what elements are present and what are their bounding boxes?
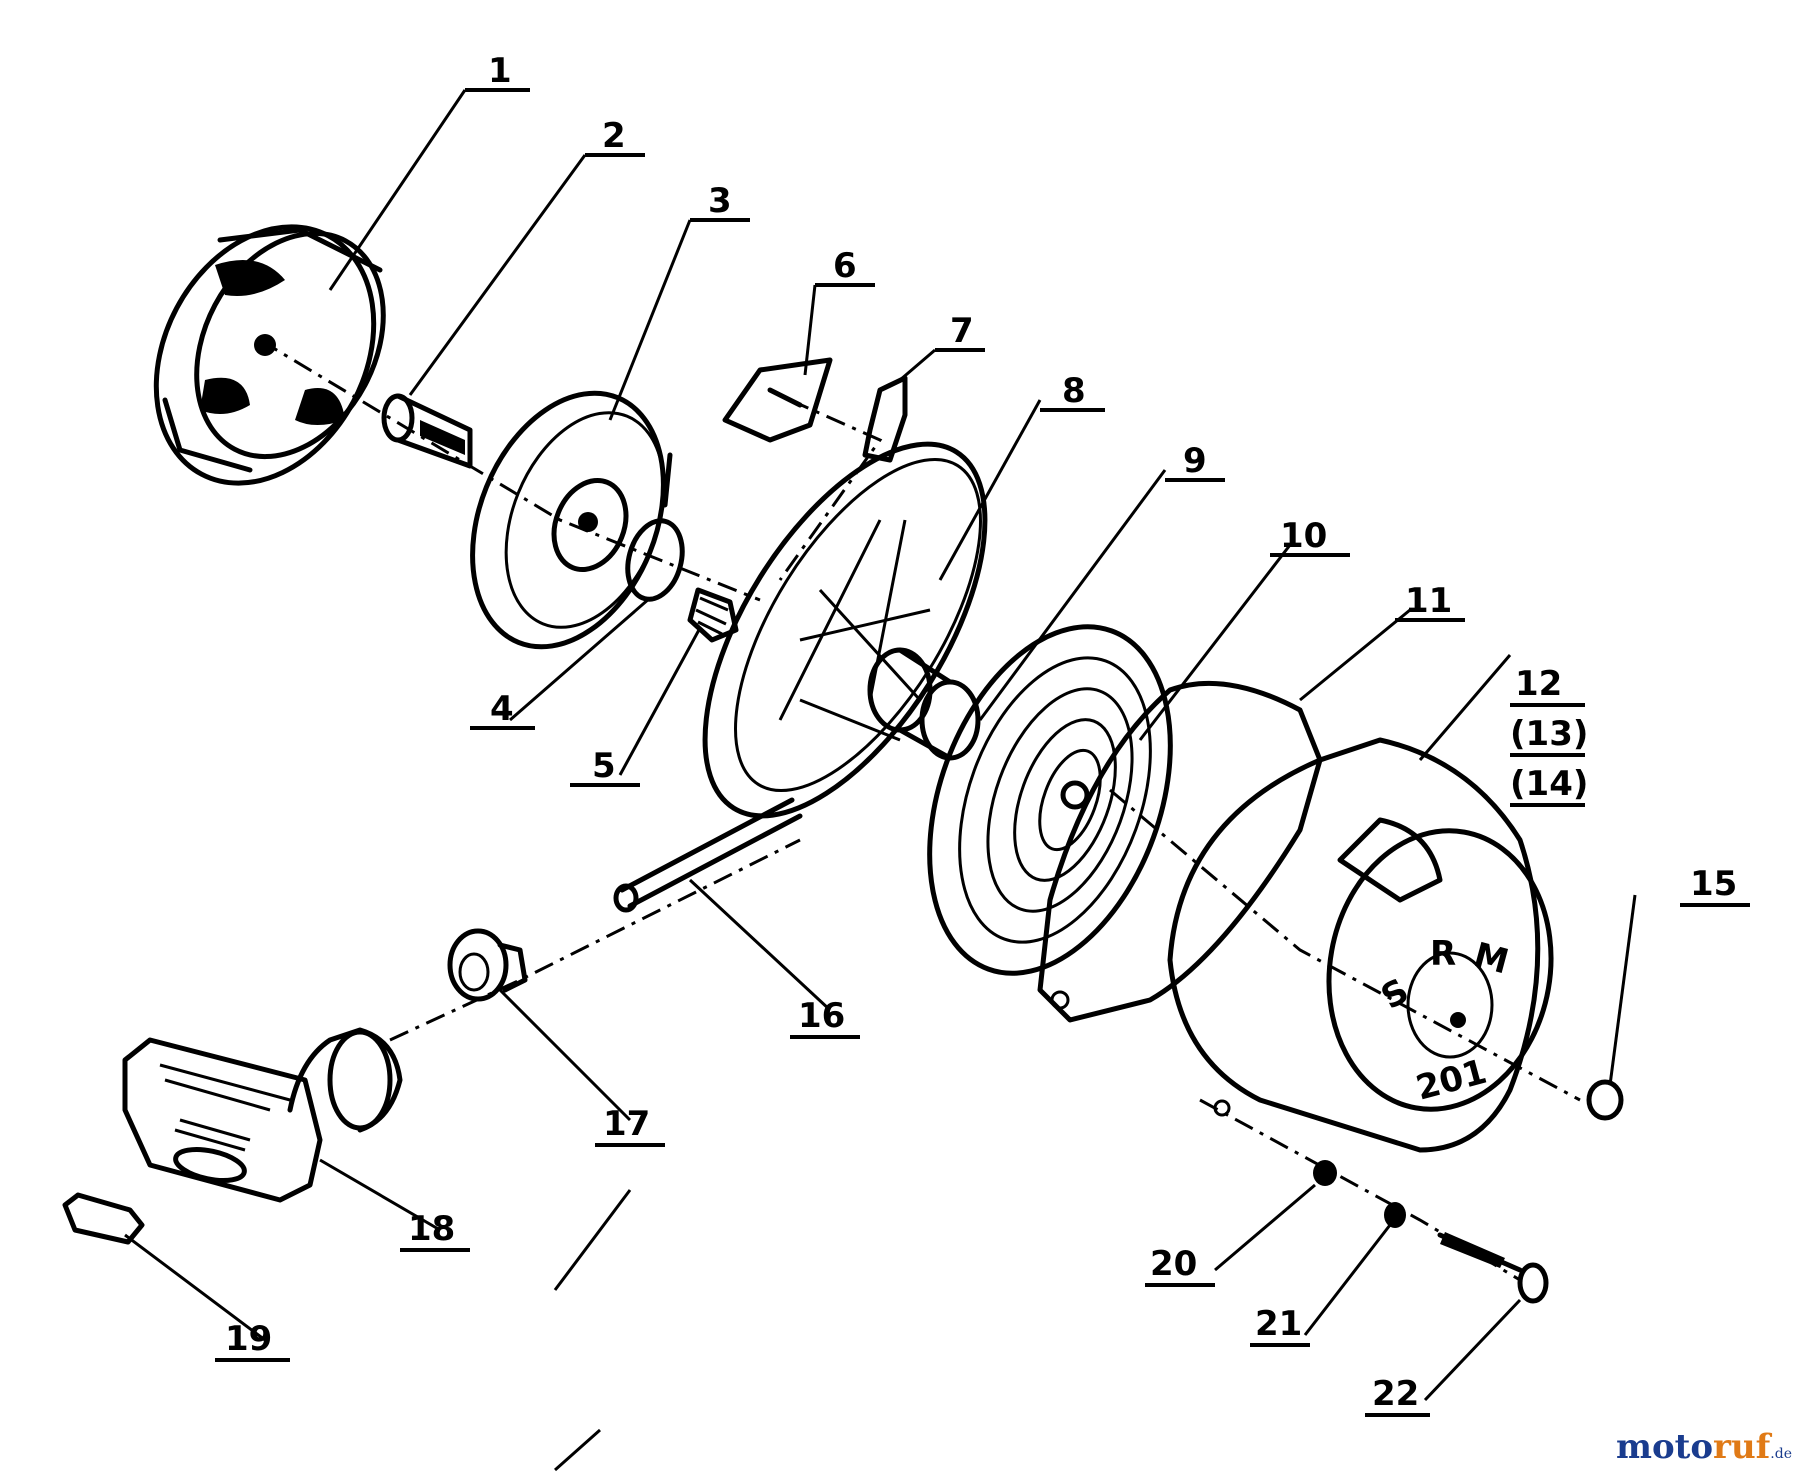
part-18-handle <box>122 1027 403 1203</box>
part-10-gasket <box>1037 680 1323 1023</box>
leader-5 <box>618 627 702 776</box>
leader-16 <box>688 878 832 1012</box>
housing-letter-r: R <box>1430 934 1456 974</box>
svg-text:6: 6 <box>833 246 857 286</box>
callout-15: 15 <box>1680 864 1750 907</box>
part-15-cap <box>1586 1079 1624 1121</box>
part-6-pawl <box>722 357 833 443</box>
callout-5: 5 <box>570 746 640 787</box>
leader-22 <box>1423 1298 1522 1402</box>
svg-text:9: 9 <box>1183 441 1207 481</box>
callout-6: 6 <box>815 246 875 287</box>
callout-22: 22 <box>1365 1374 1430 1417</box>
part-8-rope-pulley <box>702 441 988 819</box>
callout-14: (14) <box>1510 764 1588 807</box>
svg-text:10: 10 <box>1280 516 1327 556</box>
callout-2: 2 <box>585 116 645 157</box>
leader-4 <box>509 596 651 722</box>
leader-17 <box>498 988 632 1122</box>
callout-9: 9 <box>1165 441 1225 482</box>
svg-text:16: 16 <box>798 996 845 1036</box>
leader-21 <box>1303 1224 1392 1336</box>
leader-19 <box>124 1233 266 1342</box>
svg-text:(14): (14) <box>1510 764 1588 804</box>
callout-21: 21 <box>1250 1304 1310 1347</box>
svg-text:15: 15 <box>1690 864 1737 904</box>
svg-text:21: 21 <box>1255 1304 1302 1344</box>
callout-20: 20 <box>1145 1244 1215 1287</box>
assembly-axis-upper <box>259 338 761 602</box>
part-9-spring-cassette <box>927 624 1173 976</box>
assembly-axis-housing <box>1109 788 1581 1102</box>
callout-18: 18 <box>400 1209 470 1252</box>
housing-model-number: 201 <box>1412 1052 1491 1109</box>
part-16-rope <box>613 797 803 913</box>
assembly-axis-handle <box>389 838 801 1042</box>
svg-text:8: 8 <box>1062 371 1086 411</box>
callout-16: 16 <box>790 996 860 1039</box>
svg-text:20: 20 <box>1150 1244 1197 1284</box>
svg-text:2: 2 <box>602 116 626 156</box>
callout-19: 19 <box>215 1319 290 1362</box>
watermark-suffix: .de <box>1770 1446 1792 1462</box>
part-4-washer <box>625 518 685 602</box>
svg-text:1: 1 <box>488 51 512 91</box>
watermark-brand-a: moto <box>1615 1427 1714 1467</box>
svg-text:11: 11 <box>1405 581 1452 621</box>
watermark-brand-b: ruf <box>1713 1427 1771 1467</box>
svg-text:12: 12 <box>1515 664 1562 704</box>
part-20-washer <box>1313 1160 1337 1186</box>
svg-text:7: 7 <box>950 311 974 351</box>
part-5-spring <box>687 587 739 643</box>
callout-12: 12 <box>1510 664 1585 707</box>
callout-10: 10 <box>1270 516 1350 557</box>
part-1-clutch-drum <box>153 224 386 486</box>
callout-1: 1 <box>465 51 530 92</box>
part-7-pawl <box>862 375 908 463</box>
leader-lines <box>328 89 1637 1472</box>
part-11-starter-housing <box>1167 737 1554 1153</box>
part-2-pin <box>381 393 473 469</box>
watermark-logo[interactable]: motoruf.de <box>1616 1427 1792 1467</box>
assembly-axis-pawls <box>778 398 883 581</box>
part-22-screw <box>1437 1232 1549 1304</box>
svg-text:17: 17 <box>603 1104 650 1144</box>
callout-17: 17 <box>595 1104 665 1147</box>
svg-text:18: 18 <box>408 1209 455 1249</box>
callout-7: 7 <box>935 311 985 352</box>
part-19-handle-insert <box>62 1192 145 1245</box>
callout-13: (13) <box>1510 714 1588 757</box>
housing-letter-m: M <box>1470 935 1513 982</box>
svg-text:22: 22 <box>1372 1374 1419 1414</box>
leader-18 <box>319 1158 441 1232</box>
svg-text:19: 19 <box>225 1319 272 1359</box>
svg-text:4: 4 <box>490 689 514 729</box>
callout-11: 11 <box>1395 581 1465 622</box>
svg-text:(13): (13) <box>1510 714 1588 754</box>
callout-8: 8 <box>1040 371 1105 412</box>
callout-4: 4 <box>470 689 535 730</box>
leader-20 <box>1214 1183 1316 1272</box>
svg-text:5: 5 <box>592 746 616 786</box>
part-21-washer <box>1384 1202 1406 1228</box>
callout-3: 3 <box>690 181 750 222</box>
part-17-bushing <box>447 928 528 1002</box>
svg-text:3: 3 <box>708 181 732 221</box>
